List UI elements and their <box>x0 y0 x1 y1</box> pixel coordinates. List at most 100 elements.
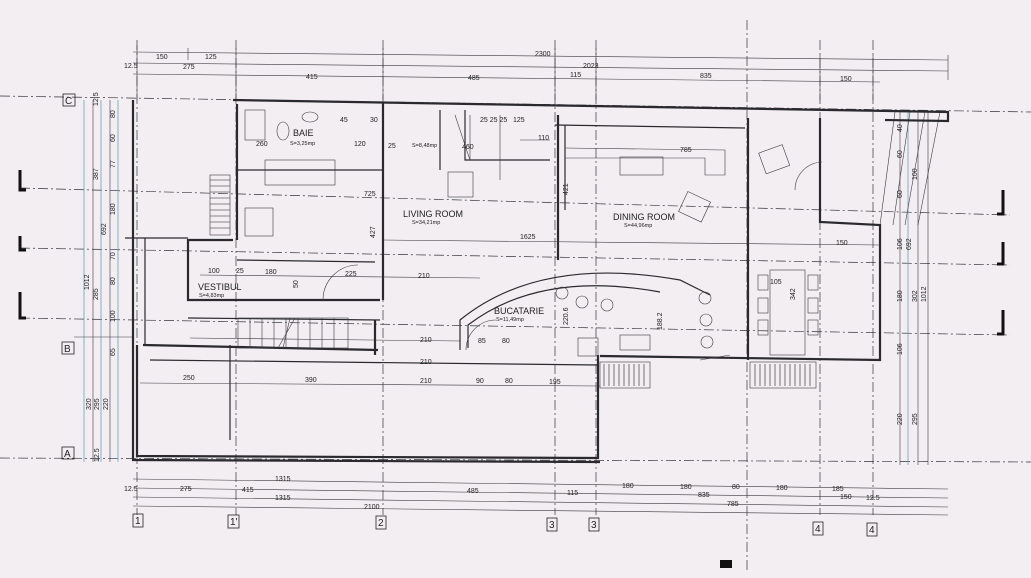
dim-label: 1625 <box>520 234 536 241</box>
dim-label: 342 <box>790 288 797 300</box>
room-area-baie: S=3,25mp <box>290 141 315 147</box>
dim-label: 390 <box>305 377 317 384</box>
room-name-kitchen: BUCATARIE <box>494 306 544 316</box>
interior-dimensions: 260 120 45 30 25 460 25 25 25 125 110 72… <box>139 117 881 387</box>
left-dimension-chain: 12.5 387 80 60 77 180 1012 692 70 285 80… <box>74 92 133 462</box>
dim-label: 120 <box>354 141 366 148</box>
dim-label: 50 <box>293 280 300 288</box>
section-marker-icon <box>997 310 1005 336</box>
dim-label: 106 <box>897 238 904 250</box>
section-marker-icon <box>997 190 1005 216</box>
dim-label: 110 <box>538 135 549 142</box>
dim-label: 185 <box>832 486 844 493</box>
bottom-dimension-chain: 12.5 275 1315 415 485 115 180 180 80 180… <box>124 476 949 516</box>
dim-label: 180 <box>680 484 692 491</box>
grid-column-label: 4 <box>815 524 821 535</box>
dim-label: 1012 <box>84 274 91 290</box>
dim-label: 180 <box>265 269 277 276</box>
dim-label: 1012 <box>921 286 928 302</box>
dim-label: 195 <box>549 379 561 386</box>
dim-label: 125 <box>205 54 217 61</box>
dim-label: 180 <box>110 203 117 215</box>
furniture <box>244 109 823 361</box>
dim-label: 692 <box>101 223 108 235</box>
dim-label: 12.5 <box>94 448 101 462</box>
grid-row-label: B <box>64 344 71 355</box>
dim-label: 210 <box>420 378 432 385</box>
grid-column-markers: 1 1' 2 3 3 4 4 <box>132 513 878 537</box>
room-area-kitchen: S=11,49mp <box>496 317 524 323</box>
room-name-baie: BAIE <box>293 128 314 138</box>
dim-label: 150 <box>840 494 852 501</box>
top-dimension-chain: 150 125 2300 12.5 275 2023 415 485 115 8… <box>124 45 949 100</box>
dim-label: 25 25 25 <box>480 117 507 124</box>
dim-label: 40 <box>897 124 904 132</box>
dim-label: 387 <box>93 168 100 180</box>
dim-label: 100 <box>110 310 117 322</box>
dim-label: 725 <box>364 191 376 198</box>
dim-label: 80 <box>505 378 513 385</box>
dim-label: 2023 <box>583 63 599 70</box>
dim-label: 150 <box>840 76 852 83</box>
room-labels: BAIE S=3,25mp S=8,48mp LIVING ROOM S=34,… <box>198 128 675 323</box>
dim-label: 100 <box>912 168 919 180</box>
dim-label: 80 <box>110 277 117 285</box>
room-name-vestibul: VESTIBUL <box>198 282 242 292</box>
dim-label: 485 <box>467 488 479 495</box>
section-marker-icon <box>18 236 26 252</box>
grid-column-label: 2 <box>378 518 384 529</box>
dim-label: 785 <box>680 147 692 154</box>
dim-label: 180 <box>776 485 788 492</box>
grid-row-label: A <box>64 449 71 460</box>
dim-label: 2100 <box>364 504 380 511</box>
room-area-dining: S=44,96mp <box>624 223 652 229</box>
dim-label: 12.5 <box>866 495 880 502</box>
section-marker-icon <box>997 242 1005 266</box>
dim-label: 210 <box>420 337 432 344</box>
dim-label: 125 <box>513 117 525 124</box>
dim-label: 302 <box>912 290 919 302</box>
dim-label: 180 <box>622 483 634 490</box>
dim-label: 77 <box>110 160 117 168</box>
dim-label: 285 <box>93 288 100 300</box>
dim-label: 80 <box>502 338 510 345</box>
dim-label: 295 <box>912 413 919 425</box>
room-area-vestibul: S=4,83mp <box>199 293 224 299</box>
dim-label: 220.6 <box>563 307 570 325</box>
section-marker-icon <box>720 560 732 568</box>
dim-label: 260 <box>256 141 268 148</box>
dim-label: 150 <box>836 240 848 247</box>
grid-column-label: 3 <box>591 520 597 531</box>
dim-label: 275 <box>183 64 195 71</box>
dim-label: 106 <box>897 343 904 355</box>
room-name-living: LIVING ROOM <box>403 209 463 219</box>
dim-label: 785 <box>727 501 739 508</box>
grid-column-label: 1 <box>135 516 141 527</box>
dim-label: 220 <box>897 413 904 425</box>
dim-label: 60 <box>110 134 117 142</box>
dim-label: 275 <box>180 486 192 493</box>
dim-label: 90 <box>476 378 484 385</box>
dim-label: 210 <box>418 273 430 280</box>
dim-label: 220 <box>103 398 110 410</box>
grid-column-label: 3 <box>549 520 555 531</box>
dim-label: 60 <box>897 190 904 198</box>
dim-label: 45 <box>340 117 348 124</box>
dim-label: 25 <box>236 268 244 275</box>
dim-label: 115 <box>570 72 581 79</box>
dim-label: 70 <box>110 252 117 260</box>
grid-column-label: 4 <box>869 525 875 536</box>
grid-row-label: C <box>65 96 72 107</box>
dim-label: 1315 <box>275 476 291 483</box>
dim-label: 180 <box>897 290 904 302</box>
room-area-living: S=34,21mp <box>412 220 440 226</box>
room-area-hall: S=8,48mp <box>412 143 437 149</box>
section-marker-icon <box>18 170 26 192</box>
dim-label: 460 <box>462 144 474 151</box>
dim-label: 80 <box>732 484 740 491</box>
grid-column-label: 1' <box>230 517 238 528</box>
dim-label: 12.5 <box>124 63 138 70</box>
dim-label: 12.5 <box>124 486 138 493</box>
dim-label: 485 <box>468 75 480 82</box>
section-markers <box>18 170 1005 568</box>
